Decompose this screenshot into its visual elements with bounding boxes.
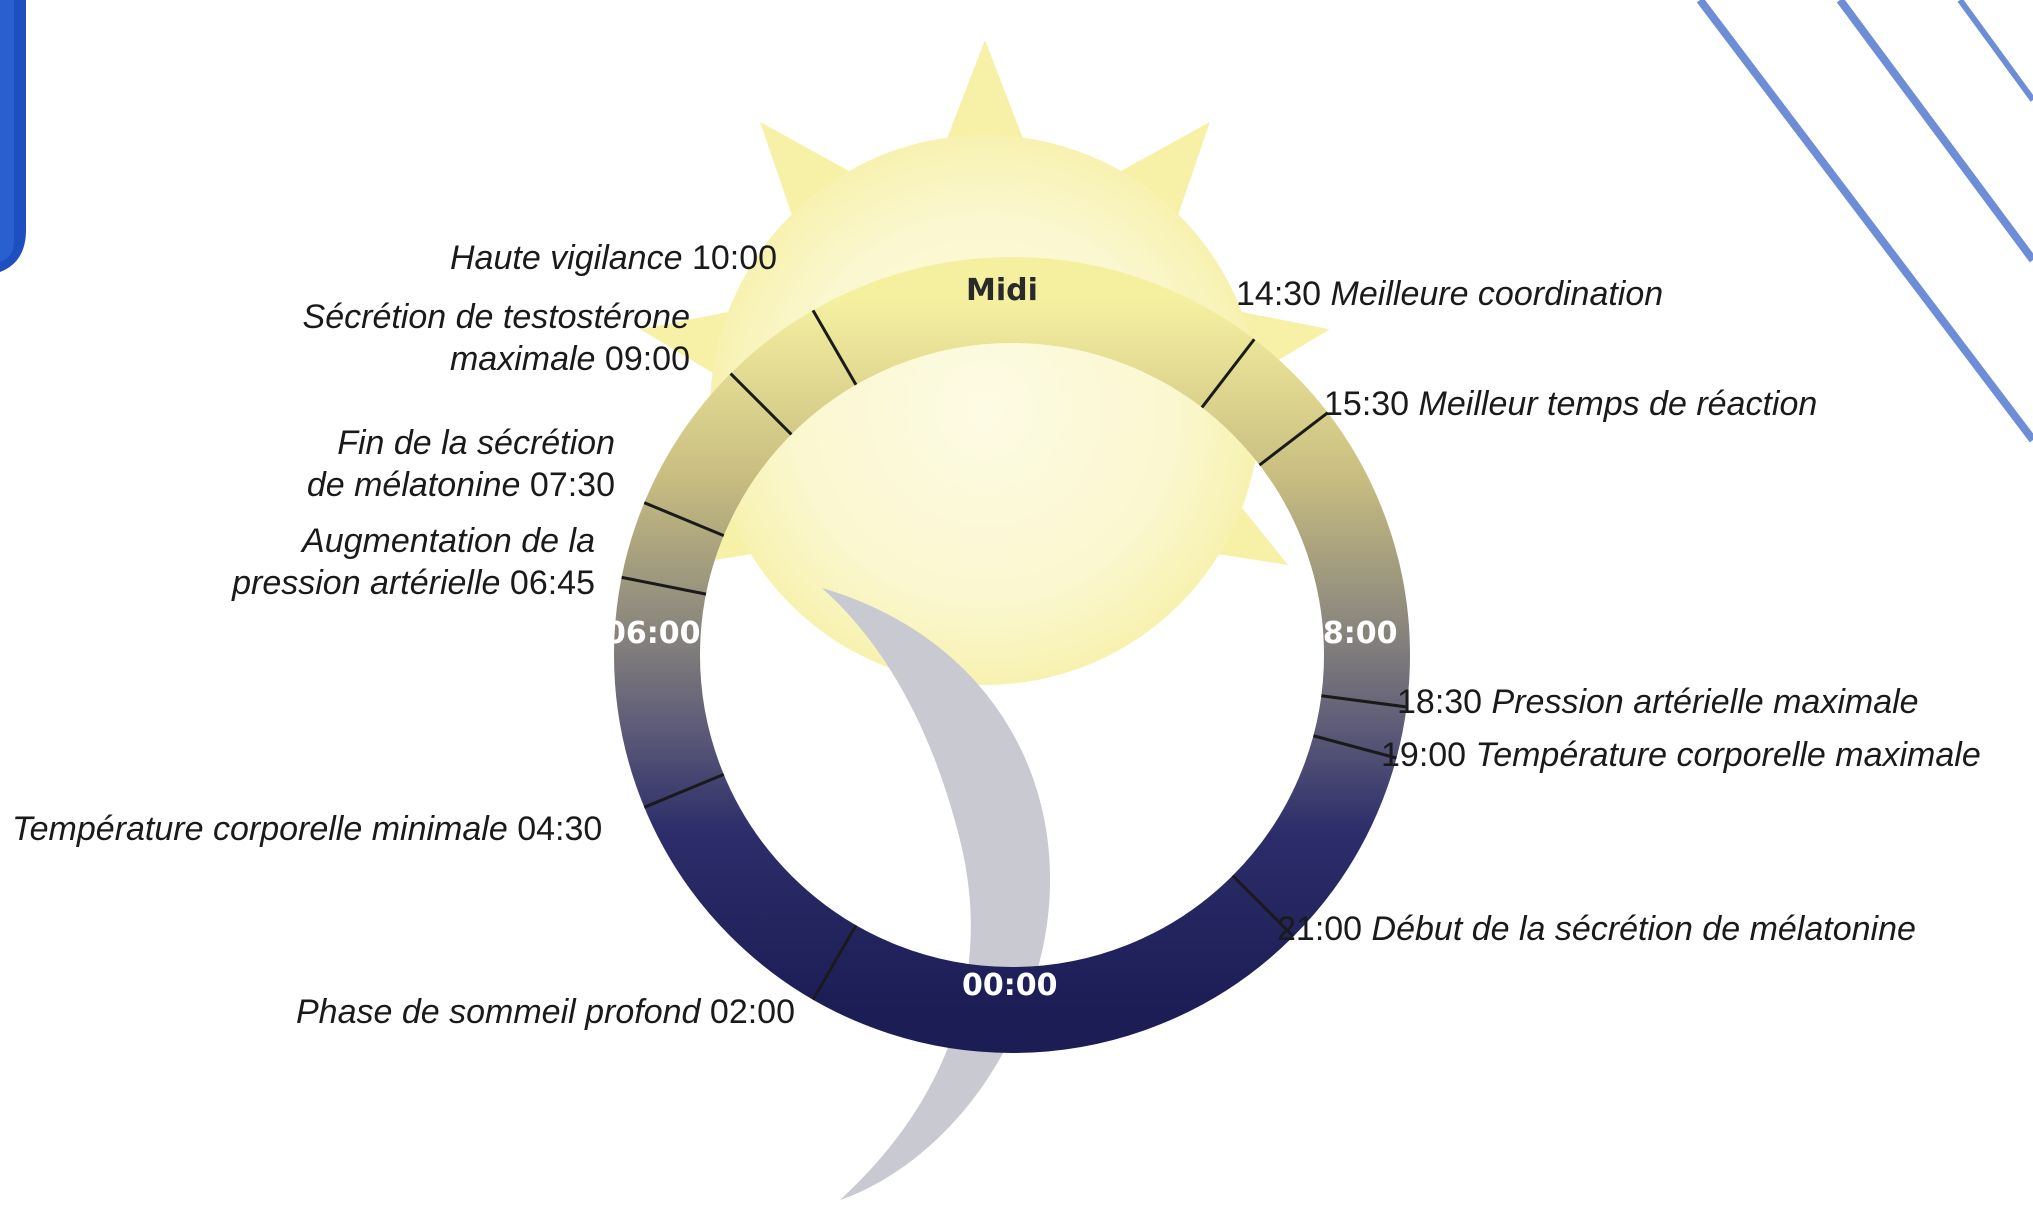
tick-deep_sleep	[811, 924, 858, 1001]
tick-vigilance	[811, 309, 858, 386]
event-ticks	[621, 309, 1407, 1001]
tick-melatonin_end	[643, 501, 725, 537]
tick-melatonin_start	[1231, 874, 1295, 938]
label-0600: 06:00	[605, 616, 701, 651]
label-noon: Midi	[966, 273, 1038, 308]
tick-temp_max	[1312, 734, 1397, 760]
tick-coordination	[1200, 338, 1256, 409]
sun-ray	[1113, 121, 1210, 227]
event-bp-max: 18:30 Pression artérielle maximale	[1397, 683, 1919, 721]
event-temp-min: Température corporelle minimale 04:30	[12, 810, 603, 848]
event-melatonin-end: Fin de la sécrétion de mélatonine 07:30	[306, 424, 615, 504]
event-temp-max: 19:00 Température corporelle maximale	[1381, 736, 1981, 774]
event-testosterone: Sécrétion de testostérone maximale 09:00	[302, 298, 690, 378]
tick-bp_max	[1321, 694, 1407, 709]
event-vigilance: Haute vigilance 10:00	[450, 239, 778, 277]
tick-blood_pressure_rise	[621, 575, 707, 596]
tick-reaction	[1258, 411, 1329, 467]
sun-ray	[760, 121, 857, 227]
blue-stripe-1	[1696, 0, 2033, 443]
sun-ray	[945, 40, 1025, 144]
label-0000: 00:00	[962, 968, 1058, 1003]
sun-disc	[710, 135, 1260, 685]
blue-frame-left-inner	[0, 0, 14, 262]
event-reaction: 15:30 Meilleur temps de réaction	[1324, 385, 1818, 423]
event-bp-rise: Augmentation de la pression artérielle 0…	[232, 522, 595, 602]
event-deep-sleep: Phase de sommeil profond 02:00	[296, 993, 795, 1031]
event-coordination: 14:30 Meilleure coordination	[1236, 275, 1664, 313]
tick-temp_min	[643, 773, 725, 809]
event-melatonin-start: 21:00 Début de la sécrétion de mélatonin…	[1277, 910, 1916, 948]
tick-testosterone	[729, 372, 793, 436]
blue-stripe-3	[1957, 0, 2033, 102]
clock-ring	[614, 257, 1410, 1053]
blue-stripe-2	[1836, 0, 2033, 263]
label-1800: 18:00	[1302, 616, 1398, 651]
